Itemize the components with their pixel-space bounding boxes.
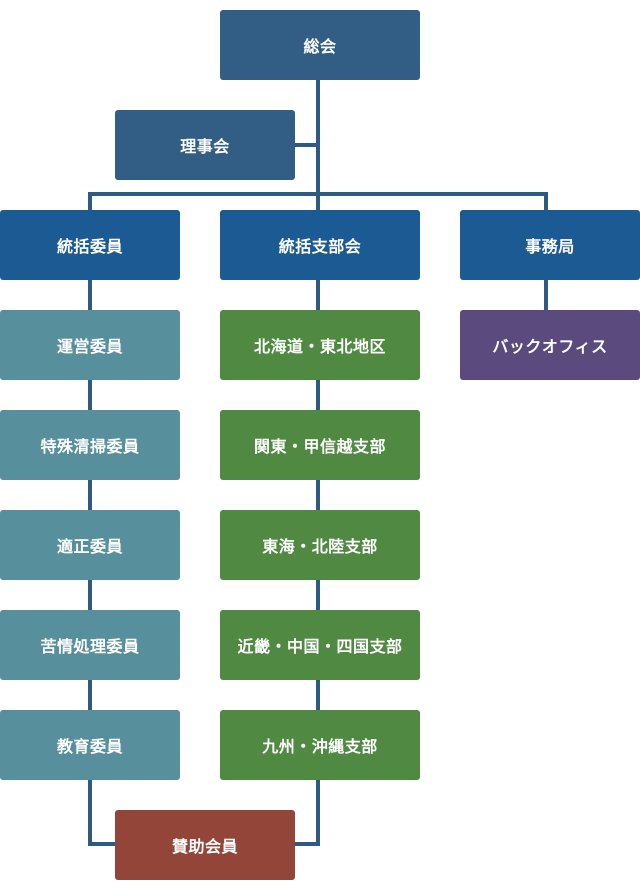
board-box: 理事会 xyxy=(115,110,295,180)
operations-committee-box: 運営委員 xyxy=(0,310,180,380)
complaints-committee-box: 苦情処理委員 xyxy=(0,610,180,680)
branch-tokai-hokuriku-box: 東海・北陸支部 xyxy=(220,510,420,580)
connector-horizontal-top xyxy=(88,192,548,196)
education-committee-box: 教育委員 xyxy=(0,710,180,780)
special-cleaning-committee-box: 特殊清掃委員 xyxy=(0,410,180,480)
branch-kinki-chugoku-shikoku-box: 近畿・中国・四国支部 xyxy=(220,610,420,680)
connector-bottom-right xyxy=(294,842,320,846)
compliance-committee-box: 適正委員 xyxy=(0,510,180,580)
connector-right-down xyxy=(544,192,548,212)
general-branch-box: 統括支部会 xyxy=(220,210,420,280)
general-committee-box: 統括委員 xyxy=(0,210,180,280)
supporting-members-box: 賛助会員 xyxy=(115,810,295,880)
connector-left-down xyxy=(88,192,92,212)
secretariat-box: 事務局 xyxy=(460,210,640,280)
branch-hokkaido-tohoku-box: 北海道・東北地区 xyxy=(220,310,420,380)
connector-secretariat-down xyxy=(544,278,548,312)
connector-main-vertical xyxy=(316,78,320,212)
connector-board xyxy=(294,143,318,147)
branch-kanto-koshinetsu-box: 関東・甲信越支部 xyxy=(220,410,420,480)
connector-bottom-left xyxy=(88,842,118,846)
branch-kyushu-okinawa-box: 九州・沖縄支部 xyxy=(220,710,420,780)
back-office-box: バックオフィス xyxy=(460,310,640,380)
general-assembly-box: 総会 xyxy=(220,10,420,80)
